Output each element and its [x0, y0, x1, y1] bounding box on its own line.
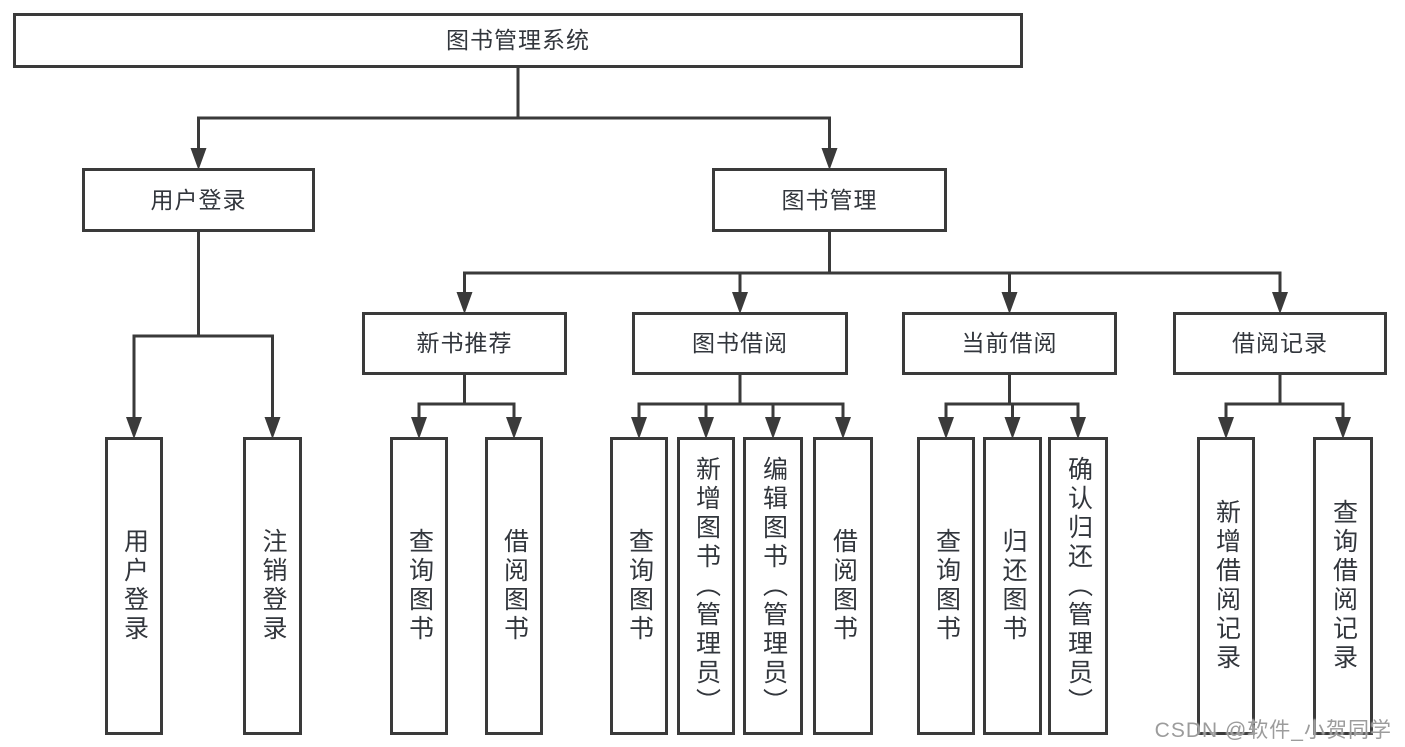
- node-leaf-query-record: 查询借阅记录: [1313, 437, 1373, 735]
- node-leaf-confirm-return: 确认归还（管理员）: [1048, 437, 1108, 735]
- node-label: 借阅图书: [500, 528, 529, 644]
- node-leaf-add-record: 新增借阅记录: [1197, 437, 1255, 735]
- node-label: 查询图书: [405, 528, 434, 644]
- node-label: 归还图书: [999, 528, 1027, 644]
- node-label: 用户登录: [120, 528, 149, 644]
- node-leaf-borrow-book-1: 借阅图书: [485, 437, 543, 735]
- node-leaf-edit-book: 编辑图书（管理员）: [743, 437, 803, 735]
- node-label: 借阅记录: [1232, 330, 1328, 356]
- node-label: 查询图书: [625, 528, 654, 644]
- node-leaf-logout: 注销登录: [243, 437, 302, 735]
- node-label: 借阅图书: [829, 528, 858, 644]
- node-current-borrow: 当前借阅: [902, 312, 1117, 375]
- node-leaf-query-book-1: 查询图书: [390, 437, 448, 735]
- node-label: 新增图书（管理员）: [692, 455, 721, 717]
- node-leaf-user-login: 用户登录: [105, 437, 163, 735]
- node-leaf-add-book: 新增图书（管理员）: [677, 437, 735, 735]
- node-label: 注销登录: [259, 528, 287, 644]
- node-leaf-query-book-3: 查询图书: [917, 437, 975, 735]
- node-label: 查询图书: [932, 528, 961, 644]
- csdn-watermark: CSDN @软件_小贺同学: [1154, 719, 1392, 742]
- node-label: 确认归还（管理员）: [1064, 455, 1093, 717]
- node-book-mgmt: 图书管理: [712, 168, 947, 232]
- node-root: 图书管理系统: [13, 13, 1023, 68]
- node-label: 编辑图书（管理员）: [759, 455, 788, 717]
- node-borrow-records: 借阅记录: [1173, 312, 1387, 375]
- node-label: 查询借阅记录: [1329, 499, 1358, 673]
- node-label: 新增借阅记录: [1212, 499, 1241, 673]
- node-leaf-return-book: 归还图书: [983, 437, 1042, 735]
- node-label: 图书管理系统: [446, 27, 590, 53]
- node-user-login: 用户登录: [82, 168, 315, 232]
- node-label: 图书管理: [781, 186, 878, 213]
- node-label: 当前借阅: [961, 330, 1058, 356]
- node-book-borrow: 图书借阅: [632, 312, 848, 375]
- node-leaf-borrow-book-2: 借阅图书: [813, 437, 873, 735]
- node-label: 用户登录: [150, 186, 247, 213]
- node-label: 新书推荐: [416, 330, 513, 356]
- node-label: 图书借阅: [692, 330, 788, 356]
